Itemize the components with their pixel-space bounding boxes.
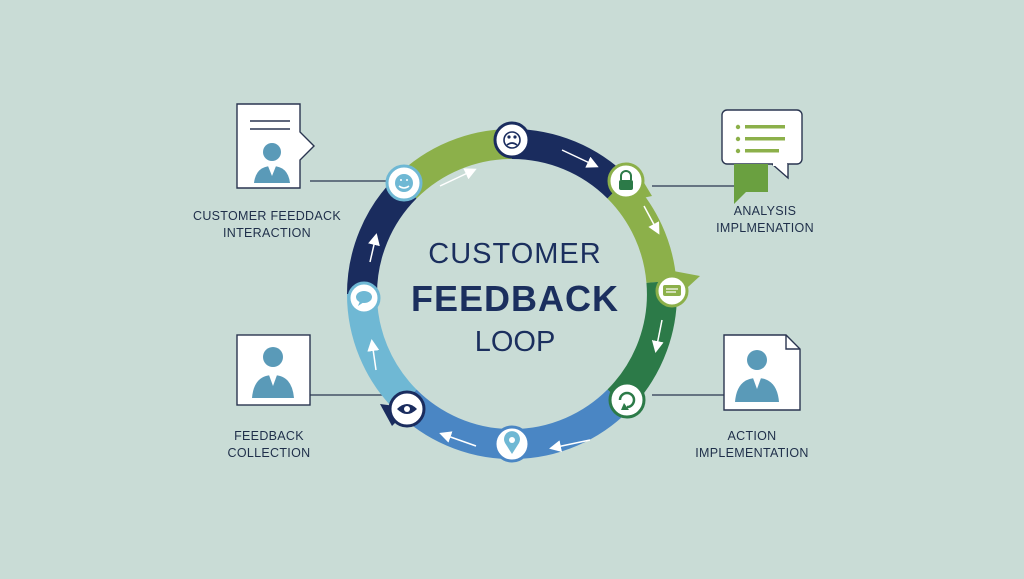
- label-bottom-right-line1: ACTION: [727, 429, 777, 443]
- card-customer-interaction: [236, 103, 315, 189]
- label-bottom-left: FEEDBACK COLLECTION: [214, 428, 324, 462]
- node-eye: [388, 390, 426, 428]
- direction-arrow: [439, 431, 477, 447]
- document-lines-icon: [250, 120, 290, 130]
- direction-arrow: [549, 439, 591, 453]
- location-pin-icon: [504, 431, 520, 454]
- label-top-right: ANALYSIS IMPLMENATION: [700, 203, 830, 237]
- direction-arrows: [367, 149, 664, 453]
- diagram-title-line3: LOOP: [474, 326, 556, 358]
- label-top-left-line1: CUSTOMER FEEDDACK: [193, 209, 341, 223]
- label-top-right-line1: ANALYSIS: [733, 204, 797, 218]
- node-refresh: [608, 381, 646, 419]
- label-bottom-left-line2: COLLECTION: [227, 446, 311, 460]
- eye-icon: [397, 404, 417, 414]
- card-action-implementation: [723, 334, 801, 411]
- label-top-right-line2: IMPLMENATION: [716, 221, 814, 235]
- direction-arrow: [561, 149, 599, 168]
- ring-arc-navy-top: [511, 128, 629, 199]
- smile-face-icon: [395, 174, 413, 192]
- diagram-title-line2: FEEDBACK: [410, 278, 619, 319]
- direction-arrow: [368, 233, 380, 263]
- diagram-title-line1: CUSTOMER: [428, 238, 602, 270]
- node-location-pin: [493, 425, 531, 463]
- label-top-left: CUSTOMER FEEDDACK INTERACTION: [176, 208, 358, 242]
- card-feedback-collection: [236, 334, 311, 406]
- node-lock: [607, 162, 645, 200]
- label-bottom-right-line2: IMPLEMENTATION: [695, 446, 809, 460]
- label-bottom-right: ACTION IMPLEMENTATION: [672, 428, 832, 462]
- lock-icon: [619, 170, 633, 190]
- node-chat-bubble: [347, 281, 381, 315]
- person-icon: [254, 143, 290, 183]
- node-chat: [655, 274, 689, 308]
- node-smile-face: [385, 164, 423, 202]
- node-sad-face: [493, 121, 531, 159]
- direction-arrow: [643, 205, 660, 235]
- chat-bubble-icon: [356, 291, 372, 306]
- direction-arrow: [367, 339, 380, 371]
- person-icon: [735, 350, 779, 402]
- card-analysis: [721, 109, 803, 204]
- refresh-icon: [618, 391, 636, 410]
- direction-arrow: [439, 168, 477, 187]
- chat-icon: [663, 285, 681, 296]
- list-icon: [735, 124, 785, 154]
- label-top-left-line2: INTERACTION: [222, 226, 312, 240]
- direction-arrow: [651, 319, 664, 353]
- label-bottom-left-line1: FEEDBACK: [234, 429, 304, 443]
- sad-face-icon: [503, 131, 521, 149]
- person-icon: [252, 347, 294, 398]
